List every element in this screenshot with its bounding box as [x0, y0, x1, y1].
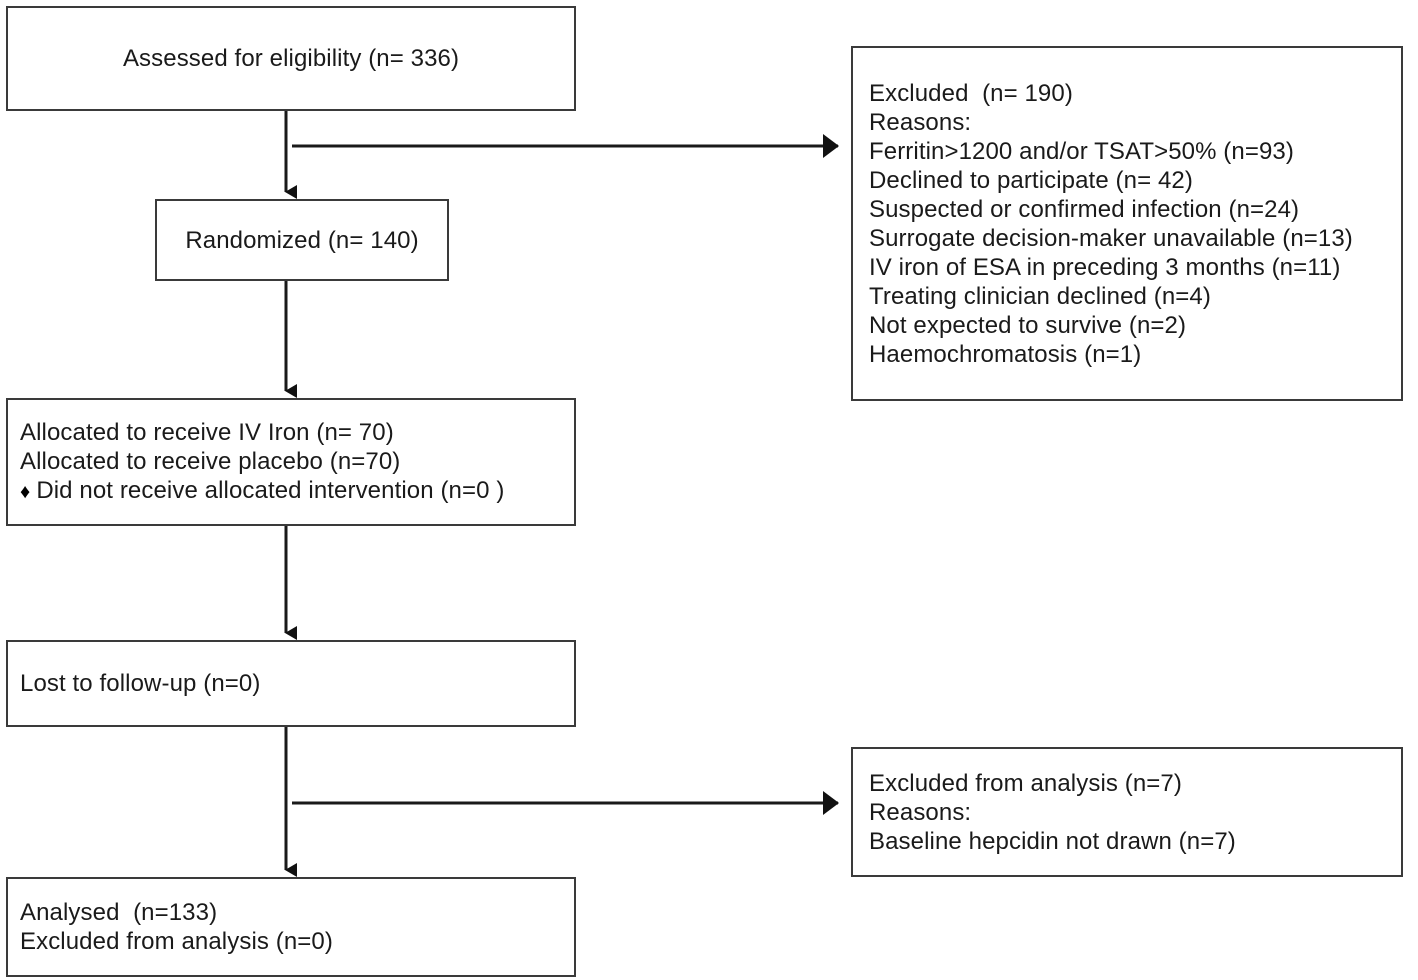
box-excluded-enrollment: Excluded (n= 190) Reasons: Ferritin>1200…: [851, 46, 1403, 401]
excl-analysis-reason-hepcidin: Baseline hepcidin not drawn (n=7): [869, 827, 1236, 855]
box-allocation: Allocated to receive IV Iron (n= 70) All…: [6, 398, 576, 526]
allocation-not-received-text: Did not receive allocated intervention (…: [36, 476, 505, 504]
assessed-line-1: Assessed for eligibility (n= 336): [122, 45, 460, 72]
box-randomized: Randomized (n= 140): [155, 199, 449, 281]
diamond-bullet-icon: ♦: [20, 480, 31, 503]
excluded-reason-declined: Declined to participate (n= 42): [869, 166, 1193, 194]
excluded-reason-surrogate: Surrogate decision-maker unavailable (n=…: [869, 224, 1353, 252]
excluded-line-1: Excluded (n= 190): [869, 79, 1073, 107]
allocation-line-not-received: ♦ Did not receive allocated intervention…: [8, 476, 574, 507]
lost-line-1: Lost to follow-up (n=0): [20, 670, 261, 697]
excluded-reason-ferritin: Ferritin>1200 and/or TSAT>50% (n=93): [869, 137, 1294, 165]
excluded-reason-infection: Suspected or confirmed infection (n=24): [869, 195, 1300, 223]
excluded-reason-clinician-declined: Treating clinician declined (n=4): [869, 282, 1211, 310]
randomized-line-1: Randomized (n= 140): [185, 226, 419, 254]
box-lost-to-follow-up: Lost to follow-up (n=0): [6, 640, 576, 727]
excl-analysis-line-1: Excluded from analysis (n=7): [869, 769, 1182, 797]
excl-analysis-line-2: Reasons:: [869, 798, 972, 826]
allocation-line-iv-iron: Allocated to receive IV Iron (n= 70): [20, 418, 394, 446]
excluded-reason-not-expected-survive: Not expected to survive (n=2): [869, 311, 1187, 339]
analysed-line-1: Analysed (n=133): [20, 899, 218, 926]
excluded-reason-haemochromatosis: Haemochromatosis (n=1): [869, 340, 1142, 368]
excluded-line-2: Reasons:: [869, 108, 972, 136]
box-assessed-for-eligibility: Assessed for eligibility (n= 336): [6, 6, 576, 111]
allocation-line-placebo: Allocated to receive placebo (n=70): [20, 447, 401, 475]
box-analysed: Analysed (n=133) Excluded from analysis …: [6, 877, 576, 977]
box-excluded-from-analysis: Excluded from analysis (n=7) Reasons: Ba…: [851, 747, 1403, 877]
excluded-reason-iv-iron-esa: IV iron of ESA in preceding 3 months (n=…: [869, 253, 1341, 281]
analysed-line-2: Excluded from analysis (n=0): [20, 928, 333, 955]
